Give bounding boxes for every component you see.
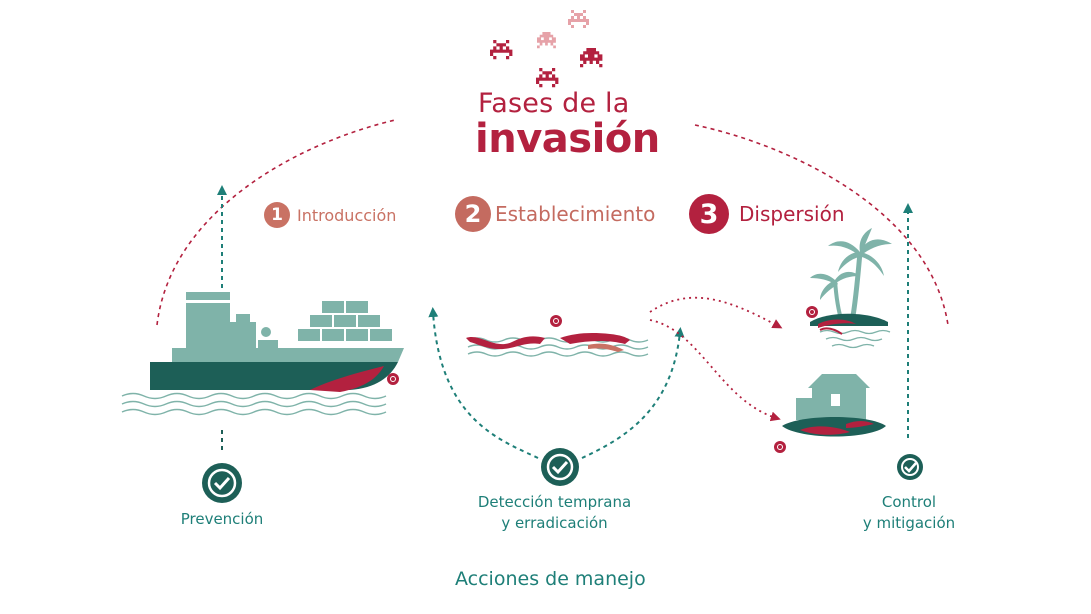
phase-3-number: 3: [689, 194, 729, 234]
detection-arrows: [428, 307, 685, 459]
action-detection-line-2: y erradicación: [501, 514, 608, 532]
dispersion-arrows: [649, 296, 783, 422]
palm-island-icon: [806, 228, 892, 349]
phase-arc: [156, 119, 949, 326]
phase-2-label: Establecimiento: [495, 202, 656, 226]
action-control: Control y mitigación: [840, 492, 978, 534]
check-circle-icon: [897, 454, 923, 480]
water-waves-icon: [121, 392, 387, 416]
action-detection-line-1: Detección temprana: [477, 493, 632, 511]
cargo-ship-icon: [150, 292, 404, 392]
action-control-line-2: y mitigación: [862, 514, 956, 532]
phase-2-number: 2: [455, 196, 491, 232]
phase-3-label: Dispersión: [739, 202, 845, 226]
establishment-waves-icon: [466, 315, 649, 357]
house-icon: [774, 374, 886, 453]
action-control-line-1: Control: [881, 493, 937, 511]
phase-3: 3 Dispersión: [689, 194, 845, 234]
action-detection: Detección temprana y erradicación: [452, 492, 657, 534]
phase-1: 1 Introducción: [264, 202, 396, 228]
action-prevention-label: Prevención: [180, 510, 264, 528]
action-prevention: Prevención: [172, 509, 272, 530]
space-invader-icon: [490, 10, 603, 88]
title-line-1: Fases de la: [478, 88, 630, 119]
check-circle-icon: [202, 463, 242, 503]
phase-1-label: Introducción: [297, 205, 397, 225]
title-line-2: invasión: [475, 116, 660, 162]
check-circle-icon: [541, 448, 579, 486]
phase-1-number: 1: [264, 202, 290, 228]
phase-2: 2 Establecimiento: [455, 196, 655, 232]
footer-label: Acciones de manejo: [455, 568, 646, 590]
